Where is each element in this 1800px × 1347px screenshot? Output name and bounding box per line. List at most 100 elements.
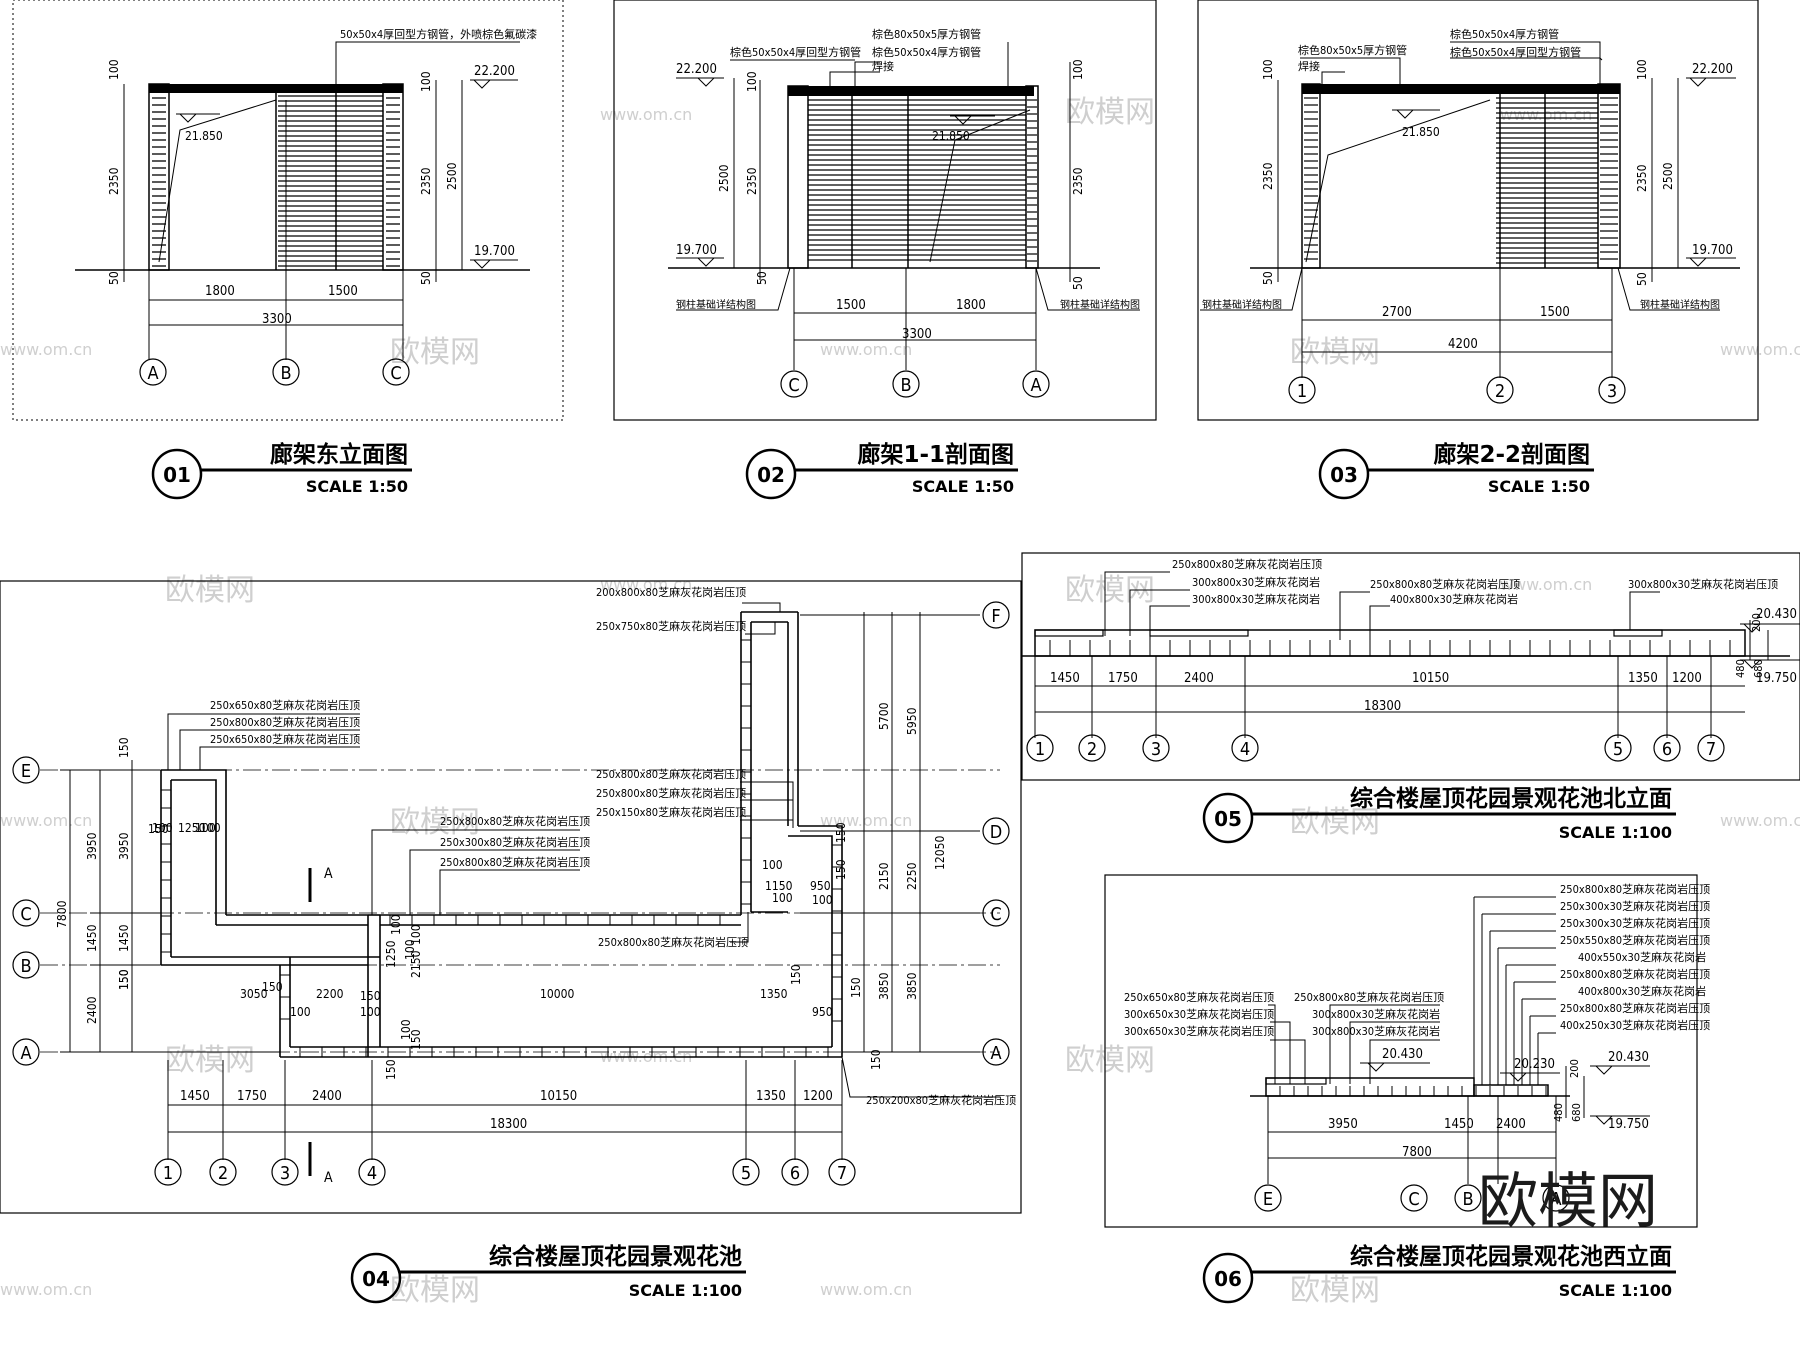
material-label: 200x800x80芝麻灰花岗岩压顶 bbox=[596, 585, 746, 599]
dimension-value: 2400 bbox=[85, 996, 99, 1024]
watermark-url: www.om.cn bbox=[820, 340, 912, 359]
axis-label: C bbox=[1408, 1189, 1419, 1210]
axis-label: A bbox=[1550, 1189, 1561, 1210]
watermark-logo: 欧模网 bbox=[1290, 1273, 1380, 1308]
annotation-note: 棕色50x50x4厚回型方钢管 bbox=[730, 45, 861, 59]
dimension-value: 2150 bbox=[877, 862, 891, 890]
dimension-value: 150 bbox=[117, 969, 131, 990]
material-label: 300x650x30芝麻灰花岗岩压顶 bbox=[1124, 1007, 1274, 1021]
level-mark: 22.200 bbox=[676, 62, 717, 77]
material-label: 250x800x80芝麻灰花岗岩压顶 bbox=[1560, 967, 1710, 981]
panel-01-east-elevation: 50x50x4厚回型方钢管，外喷棕色氟碳漆 21.850 22.200 19.7… bbox=[12, 0, 564, 500]
dimension-value: 4200 bbox=[1448, 337, 1478, 352]
dimension-value: 2150 bbox=[409, 950, 423, 978]
material-label: 400x800x30芝麻灰花岗岩 bbox=[1578, 984, 1706, 998]
dimension-value: 100 bbox=[772, 891, 793, 905]
axis-label: 5 bbox=[1613, 739, 1623, 760]
annotation-note: 钢柱基础详结构图 bbox=[1060, 298, 1140, 311]
dimension-value: 100 bbox=[360, 1005, 381, 1019]
axis-label: B bbox=[280, 363, 291, 384]
dimension-value: 1450 bbox=[85, 924, 99, 952]
panel-scale: SCALE 1:100 bbox=[629, 1281, 742, 1300]
dimension-value: 150 bbox=[869, 1049, 883, 1070]
dimension-value: 3950 bbox=[85, 832, 99, 860]
dimension-value: 1450 bbox=[1050, 671, 1080, 686]
dimension-value: 50 bbox=[107, 271, 121, 285]
dimension-value: 50 bbox=[419, 271, 433, 285]
watermark-url: www.om.cn bbox=[1720, 340, 1800, 359]
material-label: 250x650x80芝麻灰花岗岩压顶 bbox=[210, 698, 360, 712]
dimension-value: 1150 bbox=[765, 879, 793, 893]
axis-label: 6 bbox=[1662, 739, 1672, 760]
dimension-value: 100 bbox=[1261, 59, 1275, 80]
slat-band bbox=[808, 99, 1037, 262]
material-label: 300x800x30芝麻灰花岗岩压顶 bbox=[1628, 577, 1778, 591]
dimension-value: 150 bbox=[849, 977, 863, 998]
panel-number: 02 bbox=[757, 463, 785, 487]
dimension-value: 2500 bbox=[717, 164, 731, 192]
dimension-value: 10150 bbox=[540, 1089, 577, 1104]
panel-number: 06 bbox=[1214, 1267, 1242, 1291]
material-label: 250x550x80芝麻灰花岗岩压顶 bbox=[1560, 933, 1710, 947]
dimension-value: 50 bbox=[1071, 276, 1085, 290]
annotation-note: 钢柱基础详结构图 bbox=[1202, 298, 1282, 311]
dimension-value: 1350 bbox=[756, 1089, 786, 1104]
panel-05-north-elevation: 250x800x80芝麻灰花岗岩压顶 300x800x30芝麻灰花岗岩 300x… bbox=[1021, 552, 1800, 844]
material-label: 300x650x30芝麻灰花岗岩压顶 bbox=[1124, 1024, 1274, 1038]
dimension-value: 100 bbox=[745, 71, 759, 92]
axis-label: 2 bbox=[1087, 739, 1097, 760]
panel-number: 03 bbox=[1330, 463, 1358, 487]
material-label: 400x800x30芝麻灰花岗岩 bbox=[1390, 592, 1518, 606]
panel-scale: SCALE 1:50 bbox=[306, 477, 408, 496]
axis-label: A bbox=[990, 1043, 1001, 1064]
dimension-value: 50 bbox=[1261, 271, 1275, 285]
level-mark: 19.750 bbox=[1608, 1117, 1649, 1132]
panel-03-section-2-2: 棕色50x50x4厚方钢管 棕色80x50x5厚方钢管 棕色50x50x4厚回型… bbox=[1197, 0, 1759, 500]
material-label: 250x650x80芝麻灰花岗岩压顶 bbox=[210, 732, 360, 746]
watermark-logo: 欧模网 bbox=[390, 805, 480, 840]
level-mark: 20.430 bbox=[1608, 1050, 1649, 1065]
panel-number: 04 bbox=[362, 1267, 390, 1291]
material-label: 300x800x30芝麻灰花岗岩 bbox=[1192, 575, 1320, 589]
dimension-value: 100 bbox=[403, 939, 417, 960]
annotation-note: 棕色50x50x4厚方钢管 bbox=[872, 45, 981, 59]
watermark-url: www.om.cn bbox=[600, 105, 692, 124]
level-mark: 22.200 bbox=[1692, 62, 1733, 77]
material-label: 250x200x80芝麻灰花岗岩压顶 bbox=[866, 1093, 1016, 1107]
dimension-value: 1200 bbox=[1672, 671, 1702, 686]
dimension-value: 1450 bbox=[1444, 1117, 1474, 1132]
panel-title: 综合楼屋顶花园景观花池 bbox=[489, 1243, 742, 1270]
annotation-note: 棕色50x50x4厚方钢管 bbox=[1450, 27, 1559, 41]
axis-label: 4 bbox=[367, 1163, 377, 1184]
axis-label: C bbox=[990, 904, 1001, 925]
dimension-value: 3050 bbox=[240, 987, 268, 1001]
dimension-value: 10000 bbox=[540, 987, 574, 1001]
panel-number: 01 bbox=[163, 463, 191, 487]
dimension-value: 50 bbox=[1635, 272, 1649, 286]
material-label: 250x800x80芝麻灰花岗岩压顶 bbox=[440, 855, 590, 869]
panel-title: 廊架1-1剖面图 bbox=[857, 441, 1014, 468]
dimension-value: 1800 bbox=[205, 284, 235, 299]
material-label: 250x800x80芝麻灰花岗岩压顶 bbox=[596, 767, 746, 781]
dimension-value: 150 bbox=[117, 737, 131, 758]
dimension-value: 100 bbox=[389, 914, 403, 935]
dimension-value: 1200 bbox=[803, 1089, 833, 1104]
axis-label: B bbox=[900, 375, 911, 396]
level-mark: 21.850 bbox=[185, 129, 223, 143]
dimension-value: 950 bbox=[810, 879, 831, 893]
axis-label: 3 bbox=[280, 1163, 290, 1184]
axis-label: 3 bbox=[1607, 381, 1617, 402]
dimension-value: 1450 bbox=[180, 1089, 210, 1104]
slat-band bbox=[1304, 97, 1618, 264]
axis-label: 2 bbox=[1495, 381, 1505, 402]
dimension-value: 2350 bbox=[745, 167, 759, 195]
panel-title: 廊架东立面图 bbox=[270, 441, 408, 468]
watermark-url: www.om.cn bbox=[600, 575, 692, 594]
dimension-value: 100 bbox=[1071, 59, 1085, 80]
axis-label: E bbox=[1263, 1189, 1273, 1210]
dimension-value: 150 bbox=[148, 822, 169, 836]
axis-label: C bbox=[788, 375, 799, 396]
dimension-value: 2500 bbox=[445, 162, 459, 190]
dimension-value: 100 bbox=[290, 1005, 311, 1019]
dimension-value: 950 bbox=[812, 1005, 833, 1019]
